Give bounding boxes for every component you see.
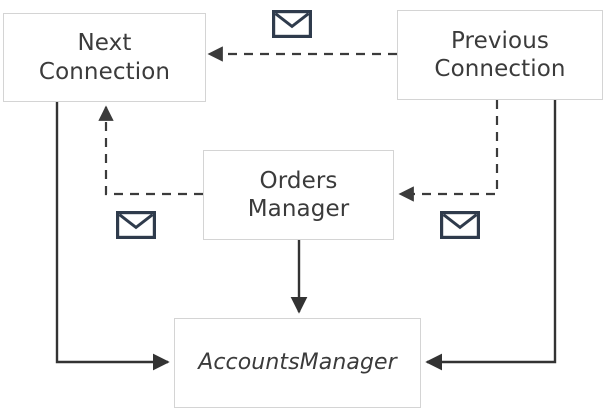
node-orders-manager[interactable]: Orders Manager [203,150,394,240]
node-previous-connection-label: Previous Connection [434,27,566,82]
node-next-connection-label: Next Connection [38,30,171,85]
node-accounts-manager-label: AccountsManager [198,349,397,375]
edge-orders-to-next [98,105,203,196]
edge-next-to-accounts [55,102,170,371]
node-accounts-manager[interactable]: AccountsManager [174,318,421,408]
envelope-icon [116,211,156,239]
node-next-connection[interactable]: Next Connection [3,13,206,102]
edge-previous-to-orders [398,100,499,202]
envelope-icon [272,10,312,38]
node-previous-connection[interactable]: Previous Connection [397,10,603,100]
edge-previous-to-accounts [425,100,557,371]
node-orders-manager-label: Orders Manager [247,167,350,222]
envelope-icon [440,211,480,239]
